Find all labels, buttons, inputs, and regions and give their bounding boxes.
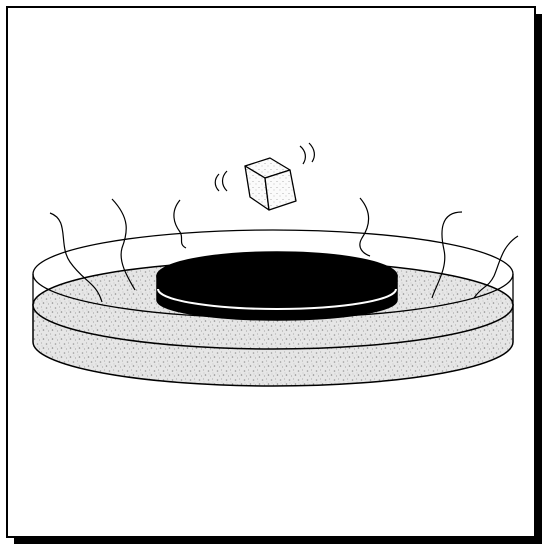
cube-right-face <box>264 169 297 211</box>
vapor-wisp <box>173 199 187 249</box>
motion-mark <box>221 170 228 192</box>
motion-marks <box>214 142 315 192</box>
disk-top <box>156 251 398 301</box>
levitating-magnet-cube <box>244 157 297 211</box>
superconductor-disk <box>156 251 398 321</box>
vapor-wisps <box>49 197 519 303</box>
vapor-wisp <box>431 211 463 299</box>
vapor-wisp <box>473 235 519 299</box>
disk-top-highlight <box>157 288 397 310</box>
motion-mark <box>308 142 315 163</box>
vapor-wisp <box>359 197 371 257</box>
motion-mark <box>214 173 220 192</box>
vapor-wisp <box>111 198 136 291</box>
dish-back-rim <box>32 229 514 275</box>
motion-mark <box>299 145 306 165</box>
vapor-wisp <box>49 212 103 303</box>
